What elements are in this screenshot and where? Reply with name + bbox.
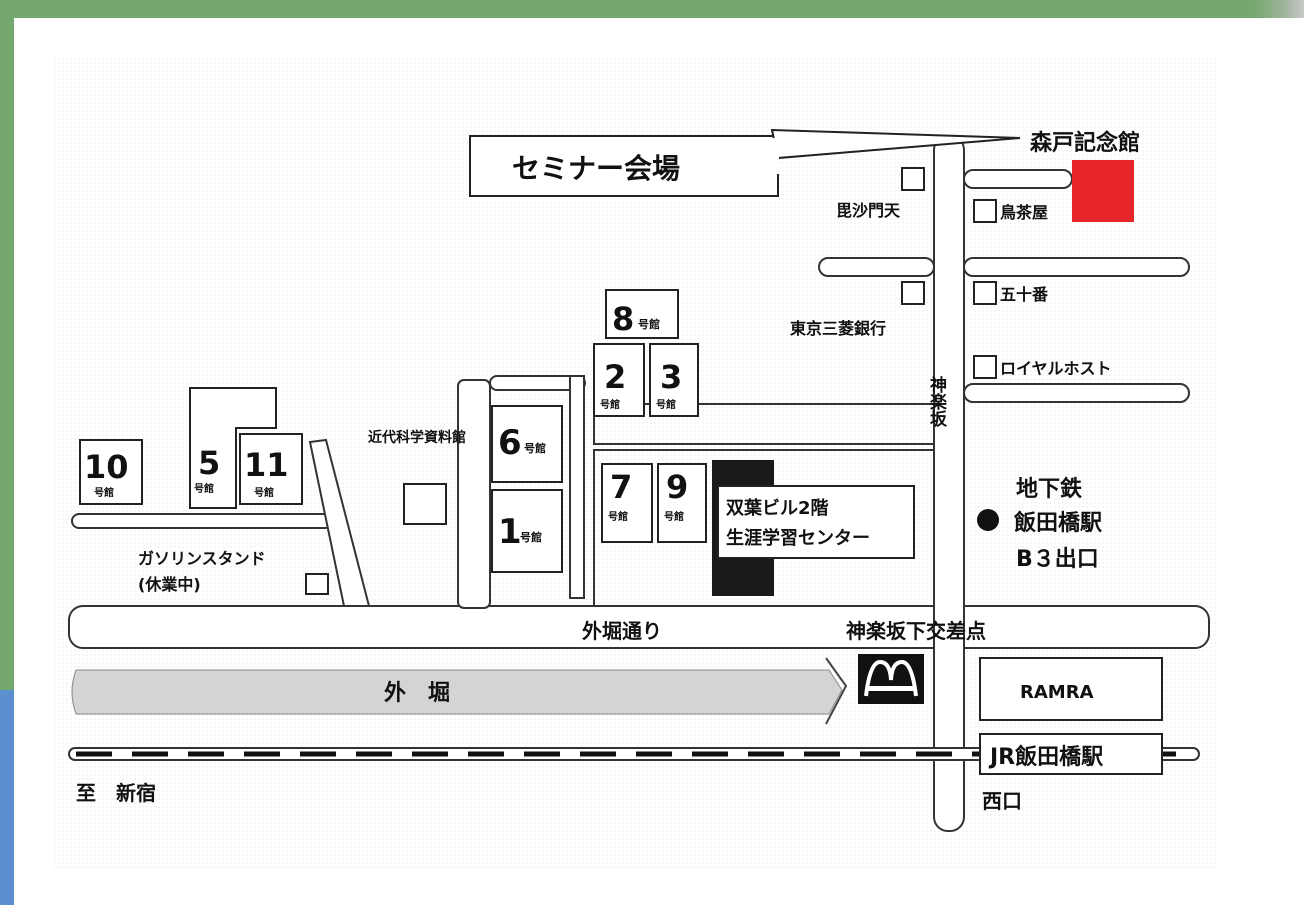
building-number: 1 <box>498 512 522 552</box>
building-number: 3 <box>660 358 682 396</box>
road-left-1 <box>818 257 935 277</box>
mcdonalds-logo <box>858 654 924 704</box>
building-suffix: 号館 <box>638 317 660 331</box>
royal-host-box <box>973 355 997 379</box>
corner-decoration <box>1254 0 1304 18</box>
morito-kinenkan-label: 森戸記念館 <box>1030 130 1140 156</box>
block-outline <box>593 449 935 607</box>
building-suffix: 号館 <box>608 510 628 523</box>
building-6: 6 号館 <box>491 405 563 483</box>
road-right-top <box>963 169 1073 189</box>
building-suffix: 号館 <box>94 486 114 499</box>
jr-iidabashi-label: JR飯田橋駅 <box>988 744 1103 770</box>
futaba-label-box <box>717 485 915 559</box>
building-number: 8 <box>612 300 634 338</box>
building-number: 9 <box>666 468 688 506</box>
gas-station-line2: (休業中) <box>138 575 201 594</box>
callout-joint <box>773 138 779 174</box>
side-strip <box>0 690 14 905</box>
building-7: 7 号館 <box>601 463 653 543</box>
subway-line3: B３出口 <box>1016 547 1099 572</box>
kindai-box <box>403 483 447 525</box>
mitsubishi-label: 東京三菱銀行 <box>790 319 886 338</box>
ramla-box <box>979 657 1163 721</box>
building-suffix: 号館 <box>664 510 684 523</box>
sotobori-dori-label: 外堀通り <box>582 619 662 643</box>
road-right-1 <box>963 257 1190 277</box>
building-number: 2 <box>604 358 626 396</box>
building-number: 10 <box>84 448 129 486</box>
road-right-2 <box>963 383 1190 403</box>
kagurazaka-vertical-label: 神楽坂 <box>926 375 947 428</box>
campus-map: 外 堀 8 号館 2 号館 3 号館 6 号館 1 号館 7 号館 9 号館 1… <box>54 58 1219 868</box>
building-number: 7 <box>610 468 632 506</box>
ramla-label: RAMRA <box>1020 682 1094 703</box>
river-sotobori <box>71 669 843 715</box>
building-suffix: 号館 <box>524 441 546 455</box>
futaba-line2: 生涯学習センター <box>726 527 870 549</box>
road-kagurazaka <box>933 135 965 832</box>
bishamonten-label: 毘沙門天 <box>836 201 901 220</box>
building-number: 5 <box>198 444 220 482</box>
gojuban-box <box>973 281 997 305</box>
shinjuku-label: 至 新宿 <box>76 781 156 805</box>
river-arrow <box>825 657 848 725</box>
building-9: 9 号館 <box>657 463 707 543</box>
building-suffix: 号館 <box>600 398 620 411</box>
block-outline-top <box>593 403 935 445</box>
seminar-callout <box>469 135 779 197</box>
gas-station-box <box>305 573 329 595</box>
bishamonten-box <box>901 167 925 191</box>
venue-marker <box>1072 160 1134 222</box>
building-suffix: 号館 <box>520 530 542 544</box>
building-number: 6 <box>498 423 522 463</box>
jr-railway <box>68 747 1200 761</box>
nishiguchi-label: 西口 <box>982 789 1022 813</box>
road-west <box>71 513 333 529</box>
building-3: 3 号館 <box>649 343 699 417</box>
subway-line2: 飯田橋駅 <box>1013 510 1102 536</box>
river-label: 外 堀 <box>384 680 450 706</box>
jr-iidabashi-box <box>979 733 1163 775</box>
building-11: 11 号館 <box>239 433 303 505</box>
gas-station-line1: ガソリンスタンド <box>138 549 266 568</box>
mitsubishi-box <box>901 281 925 305</box>
road-center-v1 <box>569 375 585 599</box>
building-suffix: 号館 <box>194 482 214 495</box>
building-suffix: 号館 <box>254 486 274 499</box>
royal-host-label: ロイヤルホスト <box>1000 359 1112 378</box>
building-suffix: 号館 <box>656 398 676 411</box>
torichaya-label: 鳥茶屋 <box>1000 203 1048 222</box>
subway-line1: 地下鉄 <box>1016 476 1082 502</box>
building-8: 8 号館 <box>605 289 679 339</box>
kagurazakashita-label: 神楽坂下交差点 <box>846 619 986 643</box>
torichaya-box <box>973 199 997 223</box>
road-diagonal <box>308 438 371 607</box>
building-2: 2 号館 <box>593 343 645 417</box>
building-1: 1 号館 <box>491 489 563 573</box>
futaba-line1: 双葉ビル2階 <box>726 498 829 519</box>
road-center-v2 <box>457 379 491 609</box>
building-number: 11 <box>244 446 289 484</box>
subway-exit-dot <box>977 509 999 531</box>
map-sheet: 外 堀 8 号館 2 号館 3 号館 6 号館 1 号館 7 号館 9 号館 1… <box>14 18 1304 905</box>
gojuban-label: 五十番 <box>1000 285 1049 304</box>
kindai-label: 近代科学資料館 <box>368 429 466 446</box>
seminar-venue-label: セミナー会場 <box>512 152 680 185</box>
building-10: 10 号館 <box>79 439 143 505</box>
kagurazaka-text: 神楽坂 <box>926 375 947 428</box>
building-5: 5 号館 <box>189 387 277 509</box>
